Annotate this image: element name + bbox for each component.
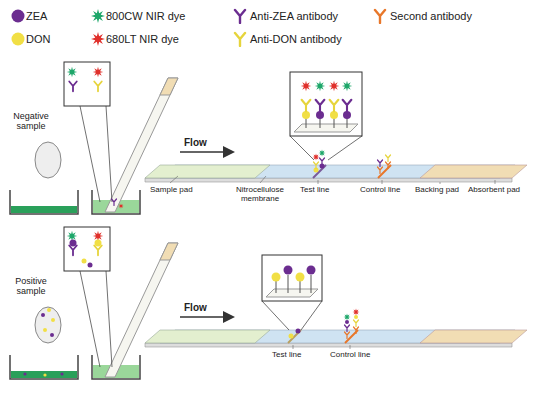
legend-label: Anti-DON antibody (250, 33, 342, 45)
legend-label: 800CW NIR dye (106, 10, 185, 22)
legend-swatch (90, 31, 106, 47)
part-label: Backing pad (415, 186, 459, 195)
part-label: Control line (360, 186, 400, 195)
part-label: Negative sample (3, 112, 59, 132)
legend-label: Anti-ZEA antibody (250, 10, 338, 22)
part-label: Flow (184, 302, 207, 313)
part-label: Nitrocellulose membrane (225, 186, 295, 204)
legend-label: 680LT NIR dye (106, 33, 179, 45)
legend-swatch (90, 8, 106, 24)
legend-label: DON (26, 33, 50, 45)
legend-swatch (372, 8, 388, 24)
part-label: Positive sample (3, 277, 59, 297)
legend-label: Second antibody (390, 10, 472, 22)
legend-swatch (232, 8, 248, 24)
legend-label: ZEA (26, 10, 47, 22)
legend-swatch (232, 31, 248, 47)
legend-swatch (10, 31, 26, 47)
part-label: Flow (184, 137, 207, 148)
part-label: Absorbent pad (468, 186, 520, 195)
part-label: Test line (272, 351, 301, 360)
part-label: Sample pad (150, 186, 210, 195)
legend-swatch (10, 8, 26, 24)
part-label: Test line (300, 186, 329, 195)
part-label: Control line (330, 351, 370, 360)
